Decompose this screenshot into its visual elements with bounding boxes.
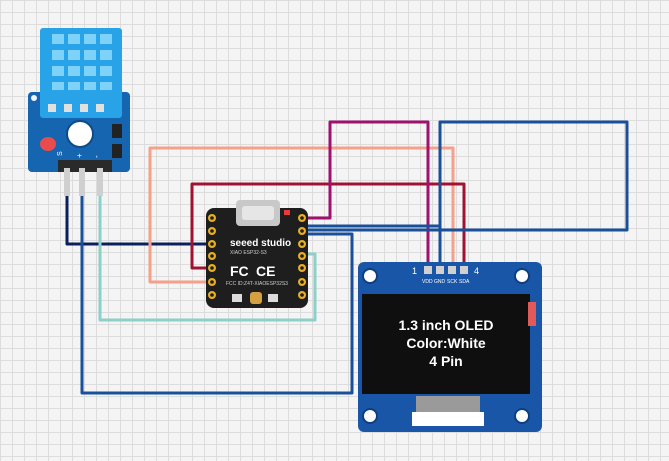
wire-sensor-vcc-loop — [80, 194, 354, 395]
wire-loop-right — [300, 120, 629, 232]
sensor-pin-label-s: S — [57, 151, 64, 156]
reset-button[interactable] — [232, 294, 242, 302]
oled-pin-index-start: 1 — [412, 266, 417, 276]
oled-text-line-2: Color:White — [406, 335, 486, 351]
mcu-left-pins — [208, 214, 216, 299]
mcu-fc-mark: FC — [230, 263, 249, 279]
boot-button[interactable] — [250, 292, 262, 304]
mcu-board — [206, 208, 308, 308]
xiao-esp32s3-board[interactable]: seeed studio XIAO ESP32-S3 FC CE FCC ID:… — [206, 200, 308, 308]
oled-pin-label-gnd: GND — [434, 279, 446, 285]
mcu-subtitle: XIAO ESP32-S3 — [230, 250, 267, 256]
sensor-pin-label-minus: - — [92, 155, 101, 158]
wire-sda — [300, 120, 430, 272]
dht-sensor-module[interactable]: S + - — [28, 28, 130, 196]
oled-text-line-1: 1.3 inch OLED — [399, 317, 494, 333]
sensor-grille — [52, 34, 112, 90]
sensor-pin-label-plus: + — [75, 153, 84, 158]
wire-aux — [190, 182, 466, 272]
oled-pin-index-end: 4 — [474, 266, 479, 276]
wire-sensor-data — [65, 194, 214, 246]
mcu-brand: seeed studio — [230, 238, 291, 249]
oled-header — [424, 266, 468, 274]
oled-pin-label-sda: SDA — [459, 279, 470, 285]
oled-pin-label-sck: SCK — [447, 279, 458, 285]
mcu-ce-mark: CE — [256, 263, 275, 279]
oled-text-line-3: 4 Pin — [429, 353, 462, 369]
oled-ribbon — [416, 396, 480, 412]
oled-display — [362, 294, 530, 394]
mcu-right-pins — [298, 214, 306, 299]
oled-module[interactable]: 1 4 VDD GND SCK SDA 1.3 inch OLED Color:… — [358, 262, 542, 432]
mcu-fcc-id: FCC ID:Z4T-XIAOESP32S3 — [226, 281, 288, 287]
power-led — [40, 137, 56, 151]
oled-pin-label-vdd: VDD — [422, 279, 433, 285]
wire-vcc — [148, 146, 455, 284]
wire-gnd — [98, 194, 317, 322]
mounting-hole — [66, 120, 94, 148]
